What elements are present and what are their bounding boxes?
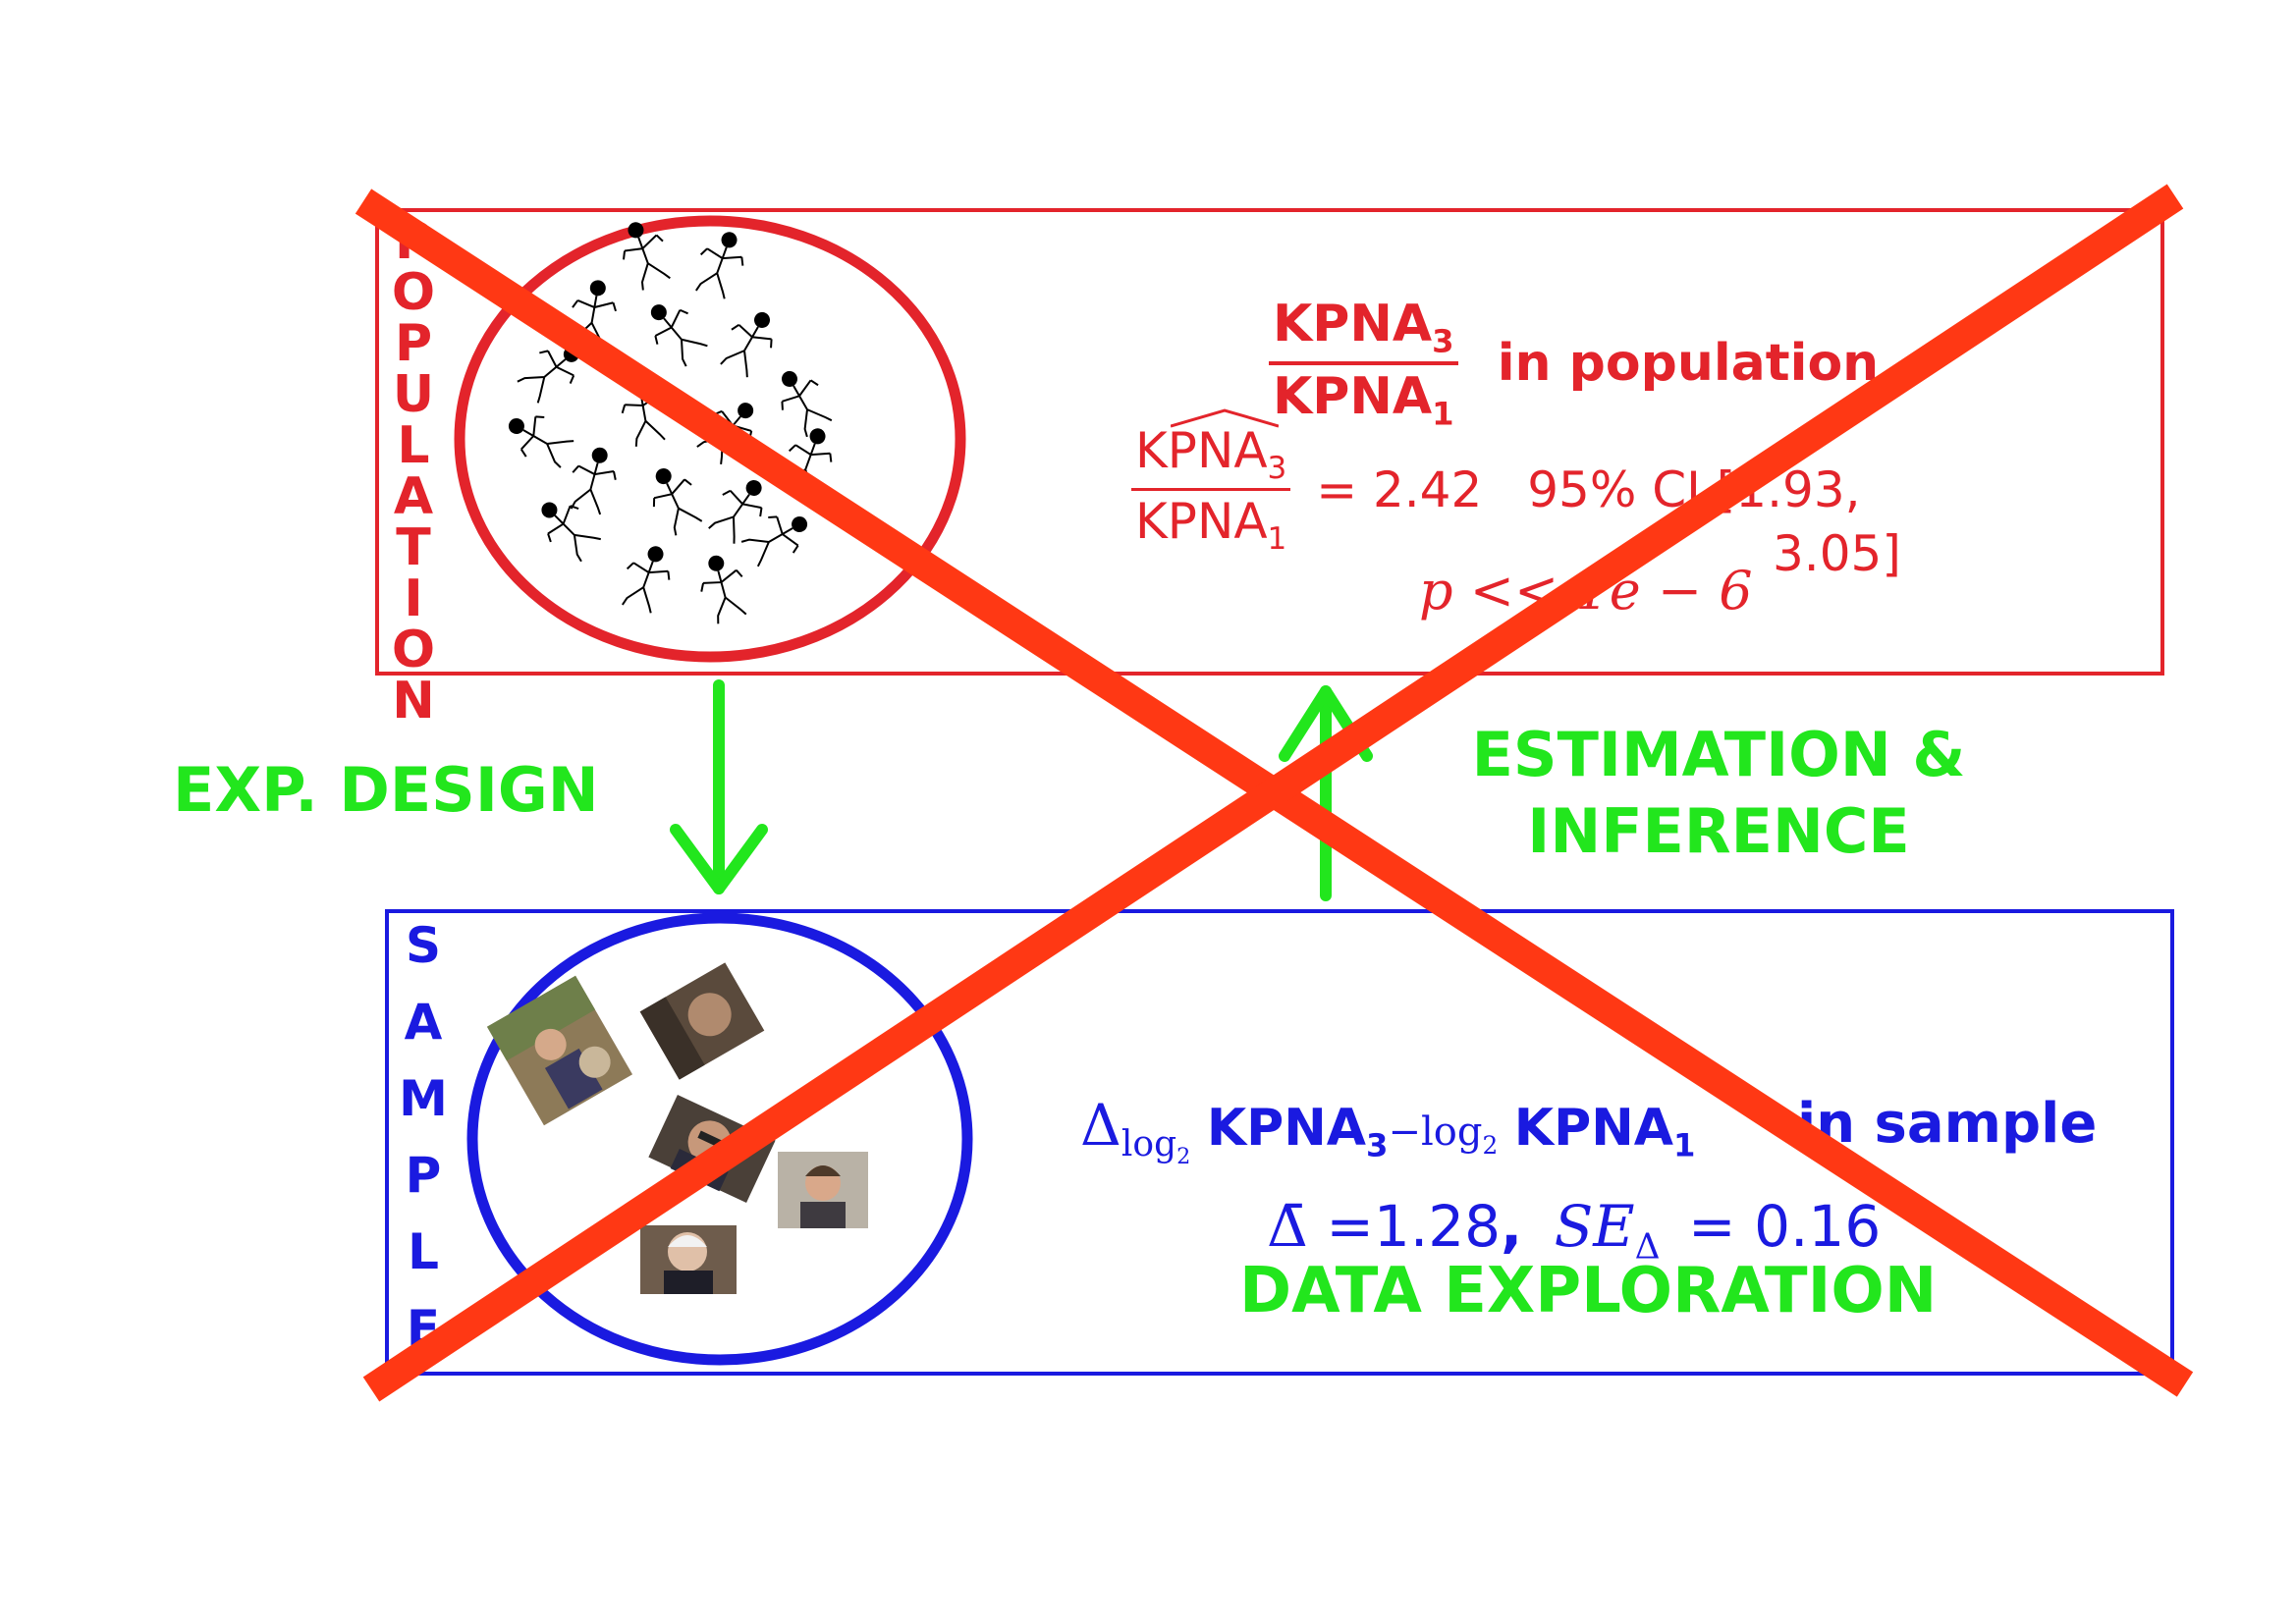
hat-icon — [1171, 408, 1279, 428]
population-letter: N — [392, 672, 435, 730]
stick-figure-icon — [652, 468, 703, 536]
stick-figure-icon — [784, 428, 833, 496]
sample-letter: L — [408, 1223, 439, 1280]
population-letter: T — [396, 518, 431, 577]
data-exploration-label: DATA EXPLORATION — [1239, 1255, 1938, 1327]
sample-ellipse — [466, 913, 973, 1366]
mean-symbol: Δ̄ — [1267, 1193, 1308, 1260]
sample-letter: E — [406, 1300, 441, 1357]
delta-symbol: Δ — [1080, 1092, 1121, 1159]
population-letter: U — [392, 365, 435, 424]
stick-figure-icon — [740, 515, 808, 568]
stick-figure-icon — [720, 311, 773, 378]
stick-figure-icon — [622, 546, 671, 614]
estimation-label: ESTIMATION & INFERENCE — [1471, 719, 1966, 867]
stick-figure-icon — [700, 555, 747, 624]
sample-photo-5 — [640, 1225, 737, 1294]
population-ci-end: 3.05] — [1773, 525, 1901, 582]
sample-delta-expression: Δlog2 KPNA3−log2 KPNA1 — [1080, 1092, 1696, 1170]
sample-letter: S — [405, 917, 441, 974]
exp-design-label: EXP. DESIGN — [173, 754, 599, 826]
se-value: = 0.16 — [1688, 1193, 1882, 1260]
sample-letter: M — [399, 1070, 448, 1127]
stick-figure-icon — [708, 479, 763, 544]
stick-figure-icon — [508, 415, 574, 468]
stick-figure-icon — [781, 370, 833, 438]
estimation-arrow — [1279, 685, 1373, 901]
stick-figure-icon — [696, 403, 754, 464]
population-p-value: p << 1e − 6 — [1419, 560, 1753, 622]
sample-letter: A — [404, 994, 443, 1051]
sample-photo-4 — [778, 1152, 868, 1228]
stick-figure-icon — [572, 280, 617, 348]
stick-figure-icon — [517, 346, 579, 404]
population-ratio-suffix: in population — [1497, 334, 1880, 394]
sample-delta-suffix: in sample — [1797, 1092, 2098, 1156]
population-estimate-value: = 2.42 — [1316, 460, 1483, 518]
mean-value: =1.28 — [1326, 1193, 1502, 1260]
stick-figure-icon — [621, 378, 666, 447]
exp-design-arrow — [670, 679, 768, 894]
population-estimate: KPNA3 KPNA1 = 2.42 95% CI [1.93, — [1131, 408, 1861, 557]
population-letter: I — [404, 569, 423, 628]
population-ellipse — [454, 215, 966, 663]
population-letter: L — [397, 416, 430, 475]
sample-photo-3 — [648, 1095, 776, 1203]
population-letter: P — [394, 212, 433, 271]
comma: , — [1501, 1193, 1523, 1260]
sample-letter: P — [405, 1147, 442, 1204]
population-letter: A — [393, 467, 434, 526]
population-ratio: KPNA3 KPNA1 in population — [1269, 295, 1879, 433]
sample-photo-1 — [486, 975, 633, 1126]
population-letter: O — [391, 621, 436, 679]
stick-figure-icon — [650, 304, 708, 367]
population-letter: O — [391, 263, 436, 322]
se-symbol: SE — [1554, 1193, 1635, 1260]
stick-figure-icon — [695, 232, 744, 299]
population-letter: P — [394, 314, 433, 373]
sample-photo-2 — [639, 962, 765, 1080]
population-ci: 95% CI [1.93, — [1527, 460, 1861, 518]
